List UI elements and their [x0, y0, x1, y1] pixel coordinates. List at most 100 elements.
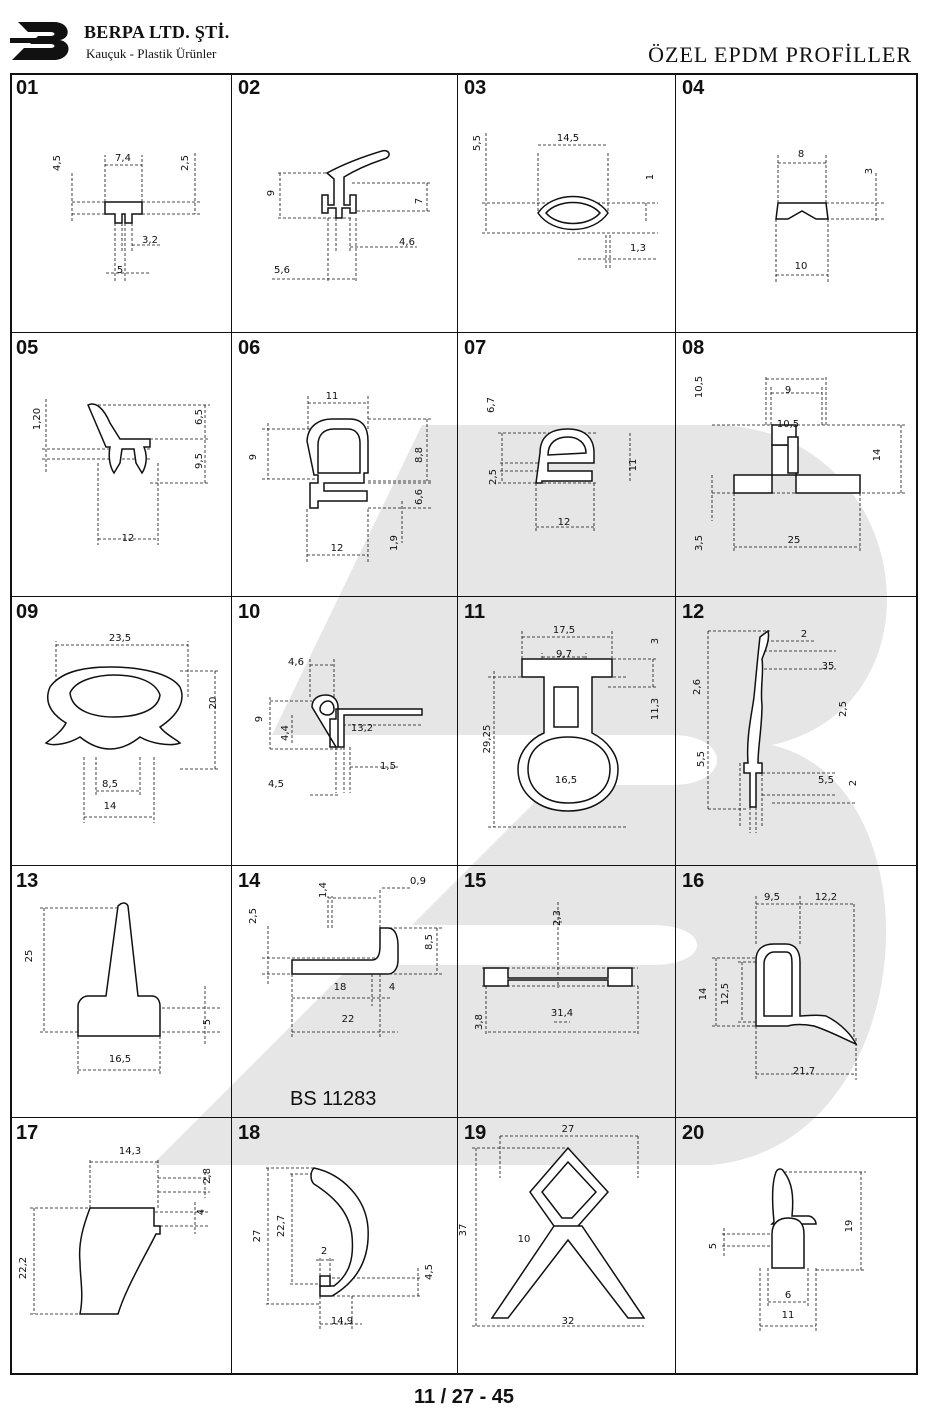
profile-number: 18 [238, 1122, 261, 1144]
profile-number: 14 [238, 870, 261, 892]
dimension-label: 1,3 [630, 243, 646, 254]
dimension-label: 3,8 [474, 1014, 485, 1030]
profile-number: 07 [464, 337, 487, 359]
profile-number: 09 [16, 601, 39, 623]
dimension-label: 4,6 [399, 237, 415, 248]
dimension-label: 7 [414, 198, 425, 204]
profile-shape [553, 686, 579, 728]
dimension-label: 4,5 [52, 155, 63, 171]
profile-shape [104, 201, 143, 224]
dimension-label: 10 [518, 1234, 531, 1245]
dimension-label: 3,2 [142, 235, 158, 246]
profile-shape [69, 674, 161, 718]
dimension-label: 9 [785, 385, 791, 396]
profile-shape [490, 1146, 646, 1319]
profile-shape [78, 1207, 161, 1315]
dimension-label: 23,5 [109, 633, 131, 644]
profile-shape [321, 149, 390, 219]
dimension-label: 9,5 [194, 453, 205, 469]
dimension-label: 5 [117, 265, 123, 276]
dimension-label: 6,6 [414, 489, 425, 505]
dimension-label: 25 [24, 950, 35, 963]
profile-number: 03 [464, 77, 487, 99]
dimension-label: 2 [848, 780, 859, 786]
dimension-label: 1,4 [318, 882, 329, 898]
dimension-label: 29,25 [482, 725, 493, 754]
dimension-label: 14 [104, 801, 117, 812]
dimension-label: 3,5 [694, 535, 705, 551]
profile-number: 20 [682, 1122, 705, 1144]
profile-number: 02 [238, 77, 261, 99]
profile-number: 10 [238, 601, 261, 623]
profile-shape [787, 436, 799, 474]
dimension-label: 35 [822, 661, 835, 672]
profile-cell-15: 15 2,3 3,8 31,4 [458, 866, 676, 1118]
standard-label: BS 11283 [290, 1088, 377, 1110]
profile-shape [319, 1275, 331, 1287]
profile-shape [775, 202, 829, 220]
dimension-label: 10 [795, 261, 808, 272]
dimension-label: 2,3 [552, 910, 563, 926]
profile-drawing: 2,3 3,8 31,4 [474, 902, 639, 1036]
profile-shape [317, 428, 361, 474]
profile-shape [547, 436, 587, 456]
dimension-label: 10,5 [777, 419, 799, 430]
dimension-label: 22 [342, 1014, 355, 1025]
dimension-label: 6 [785, 1290, 791, 1301]
profile-drawing: 974,65,6 [266, 149, 432, 283]
profile-shape [483, 967, 633, 987]
watermark-logo-icon [152, 425, 887, 1165]
dimension-label: 18 [334, 982, 347, 993]
dimension-label: 17,5 [553, 625, 575, 636]
dimension-label: 14 [698, 988, 709, 1001]
dimension-label: 12,5 [720, 983, 731, 1005]
dimension-label: 2 [321, 1246, 327, 1257]
profile-number: 15 [464, 870, 487, 892]
dimension-label: 11 [628, 459, 639, 472]
dimension-label: 9,7 [556, 649, 572, 660]
dimension-label: 13,2 [351, 723, 373, 734]
dimension-label: 5,5 [818, 775, 834, 786]
profile-number: 16 [682, 870, 705, 892]
profile-shape [770, 1168, 817, 1225]
dimension-label: 9 [254, 716, 265, 722]
dimension-label: 4,6 [288, 657, 304, 668]
profile-number: 12 [682, 601, 705, 623]
dimension-label: 10,5 [694, 376, 705, 398]
dimension-label: 31,4 [551, 1008, 573, 1019]
dimension-label: 2,5 [248, 908, 259, 924]
dimension-label: 27 [562, 1124, 575, 1135]
company-name: BERPA LTD. ŞTİ. [84, 22, 230, 42]
dimension-label: 9,5 [764, 892, 780, 903]
dimension-label: 25 [788, 535, 801, 546]
dimension-label: 21,7 [793, 1066, 815, 1077]
dimension-label: 12 [331, 543, 344, 554]
dimension-label: 2,5 [488, 469, 499, 485]
company-tagline: Kauçuk - Plastik Ürünler [86, 46, 217, 61]
dimension-label: 4 [389, 982, 395, 993]
dimension-label: 16,5 [555, 775, 577, 786]
profile-shape [527, 736, 611, 804]
